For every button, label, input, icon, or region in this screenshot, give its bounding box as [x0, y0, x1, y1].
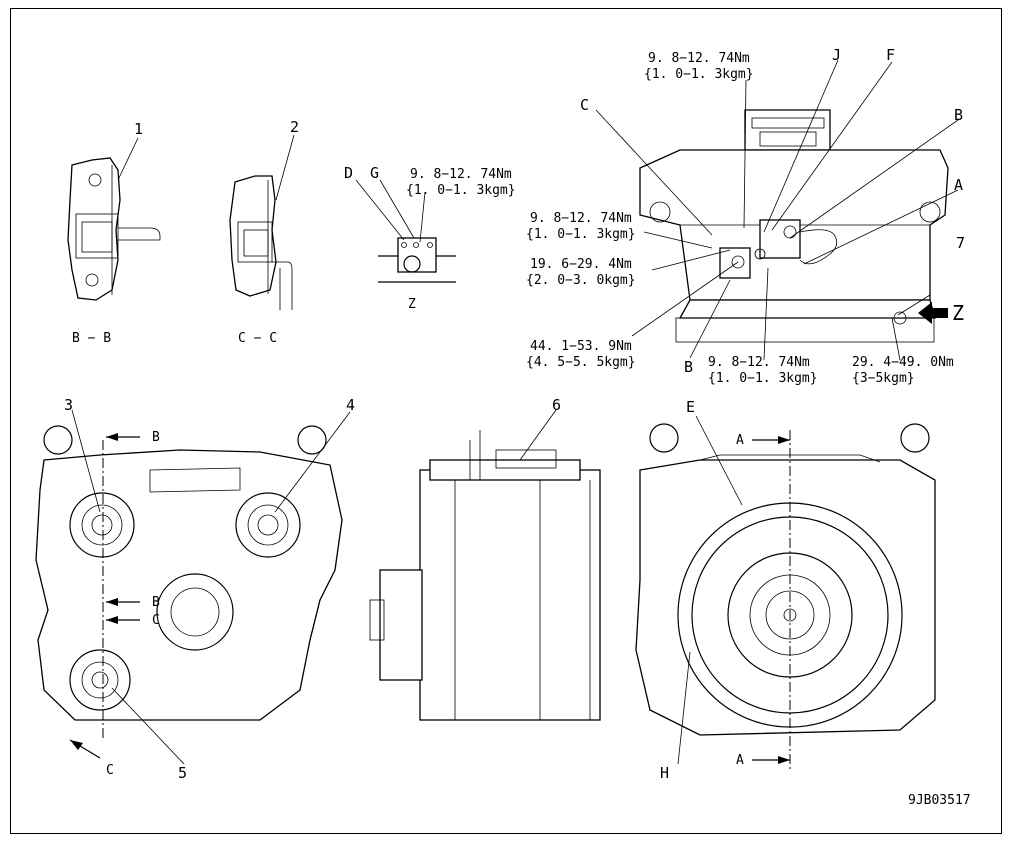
text-labels: B − B C − C Z 1 2 3 4 5 6 7 D G 9. 8−12.… [64, 46, 971, 808]
callout-h: H [660, 764, 669, 782]
torque-bot-nm: 9. 8−12. 74Nm [708, 355, 810, 370]
torque-left-kgm: {1. 0−1. 3kgm} [526, 227, 636, 242]
detail-z-view [378, 237, 456, 283]
callout-4: 4 [346, 396, 355, 414]
section-marker-a-upper: A [736, 433, 744, 448]
detail-z-label: Z [408, 297, 416, 312]
torque-low-kgm: {4. 5−5. 5kgm} [526, 355, 636, 370]
section-bb-label: B − B [72, 331, 111, 346]
top-right-view [639, 109, 949, 343]
section-marker-c-upper: C [152, 613, 160, 628]
callout-2: 2 [290, 118, 299, 136]
section-marker-a-lower: A [736, 753, 744, 768]
callout-b-upper: B [954, 106, 963, 124]
callout-g: G [370, 164, 379, 182]
callout-a: A [954, 176, 963, 194]
torque-z-kgm: {1. 0−1. 3kgm} [406, 183, 516, 198]
callout-f: F [886, 46, 895, 64]
callout-j: J [832, 46, 841, 64]
callout-c: C [580, 96, 589, 114]
section-cc-view [229, 175, 293, 310]
callout-7: 7 [956, 234, 965, 252]
torque-low-nm: 44. 1−53. 9Nm [530, 339, 632, 354]
torque-top-nm: 9. 8−12. 74Nm [648, 51, 750, 66]
torque-right-kgm: {3−5kgm} [852, 371, 915, 386]
section-bb-view [67, 157, 161, 301]
torque-left-nm: 9. 8−12. 74Nm [530, 211, 632, 226]
section-marker-b-upper: B [152, 430, 160, 445]
torque-mid-nm: 19. 6−29. 4Nm [530, 257, 632, 272]
leader-lines [71, 59, 959, 765]
bottom-right-view [635, 423, 936, 770]
callout-z-view: Z [952, 301, 964, 325]
section-cc-label: C − C [238, 331, 277, 346]
torque-top-kgm: {1. 0−1. 3kgm} [644, 67, 754, 82]
section-marker-c-lower: C [106, 763, 114, 778]
drawing-id: 9JB03517 [908, 793, 971, 808]
section-markers [69, 302, 948, 764]
callout-b-lower: B [684, 358, 693, 376]
callout-e: E [686, 398, 695, 416]
bottom-left-view [35, 425, 343, 740]
view-z-arrow [918, 302, 948, 324]
callout-d: D [344, 164, 353, 182]
torque-right-nm: 29. 4−49. 0Nm [852, 355, 954, 370]
torque-mid-kgm: {2. 0−3. 0kgm} [526, 273, 636, 288]
callout-1: 1 [134, 120, 143, 138]
callout-3: 3 [64, 396, 73, 414]
drawing-frame [10, 8, 1002, 834]
callout-5: 5 [178, 764, 187, 782]
section-marker-b-lower: B [152, 595, 160, 610]
bottom-middle-view [369, 430, 601, 721]
callout-6: 6 [552, 396, 561, 414]
torque-bot-kgm: {1. 0−1. 3kgm} [708, 371, 818, 386]
torque-z-nm: 9. 8−12. 74Nm [410, 167, 512, 182]
